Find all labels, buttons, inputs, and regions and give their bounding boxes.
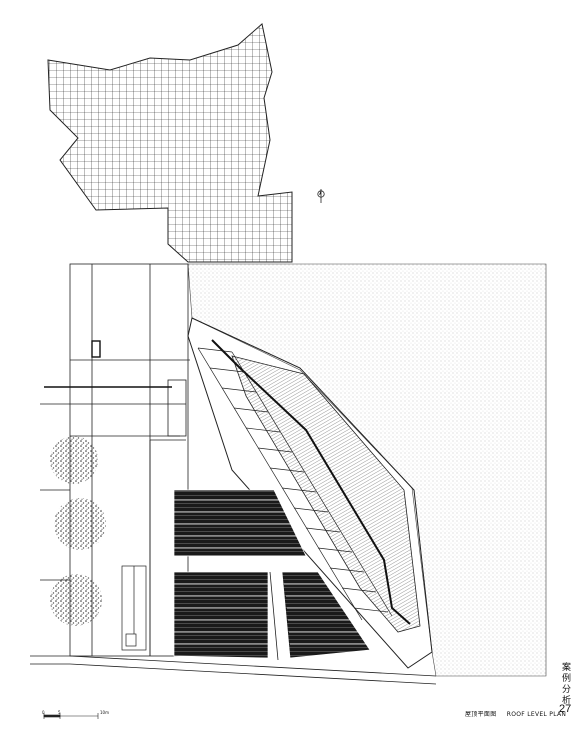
auditorium-seating-lower — [173, 571, 371, 659]
stair-core — [121, 565, 147, 651]
auditorium-seating-upper — [173, 489, 307, 557]
upper-plaza-paving — [47, 23, 293, 263]
diagonal-stair — [197, 347, 393, 621]
scale-label-start: 0 — [42, 710, 45, 715]
north-arrow-icon — [317, 189, 325, 203]
page-number: 27 — [559, 703, 572, 715]
scale-label-mid: 5 — [58, 710, 61, 715]
skylight — [91, 340, 101, 358]
scale-label-end: 10m — [100, 710, 109, 715]
aisle-divider — [269, 571, 279, 661]
diagonal-roof-wedge — [187, 317, 433, 669]
structural-edge — [211, 339, 411, 625]
figure-caption: 屋顶平面图 ROOF LEVEL PLAN — [465, 709, 574, 718]
hatched-roof-panel — [231, 355, 421, 633]
caption-chinese-title: 屋顶平面图 — [465, 711, 497, 718]
section-side-label: 案例分析 — [560, 662, 570, 706]
scale-bar — [43, 713, 99, 719]
caption-english-title: ROOF LEVEL PLAN — [506, 711, 567, 718]
tree-canopy — [50, 436, 106, 626]
